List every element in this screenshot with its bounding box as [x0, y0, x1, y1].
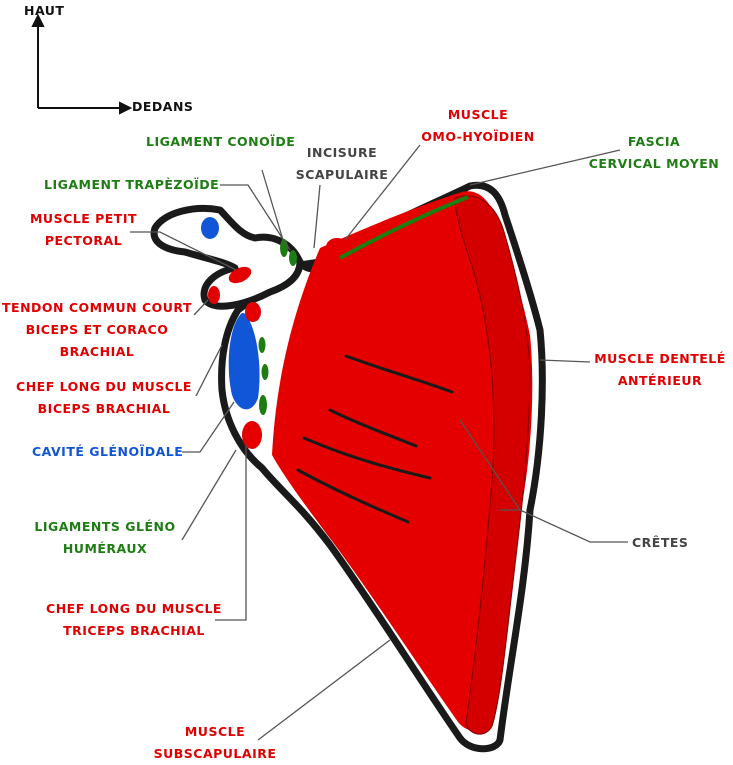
- label-petit-pectoral-line-2: PECTORAL: [26, 230, 141, 252]
- label-omo-line-1: MUSCLE: [418, 104, 538, 126]
- label-fascia-line-1: FASCIA: [584, 131, 724, 153]
- label-subscapulaire-line-2: SUBSCAPULAIRE: [150, 743, 280, 765]
- label-omo-line-2: OMO-HYOÏDIEN: [418, 126, 538, 148]
- label-ligament-conoide: LIGAMENT CONOÏDE: [146, 131, 295, 153]
- biceps-long-head-origin: [245, 302, 261, 322]
- orientation-right-label: DEDANS: [132, 96, 193, 118]
- label-chef-long-biceps: CHEF LONG DU MUSCLE BICEPS BRACHIAL: [14, 376, 194, 420]
- label-muscle-petit-pectoral: MUSCLE PETIT PECTORAL: [26, 208, 141, 252]
- label-incisure-line-2: SCAPULAIRE: [292, 164, 392, 186]
- label-biceps-line-1: CHEF LONG DU MUSCLE: [14, 376, 194, 398]
- label-biceps-line-2: BICEPS BRACHIAL: [14, 398, 194, 420]
- label-fascia-line-2: CERVICAL MOYEN: [584, 153, 724, 175]
- label-ligament-trapezoide: LIGAMENT TRAPÈZOÏDE: [44, 174, 219, 196]
- label-triceps-line-1: CHEF LONG DU MUSCLE: [44, 598, 224, 620]
- label-dentele-line-1: MUSCLE DENTELÉ: [590, 348, 730, 370]
- label-gleno-line-2: HUMÉRAUX: [30, 538, 180, 560]
- label-tendon-line-3: BRACHIAL: [2, 341, 192, 363]
- label-tendon-line-2: BICEPS ET CORACO: [2, 319, 192, 341]
- label-muscle-dentele-anterieur: MUSCLE DENTELÉ ANTÉRIEUR: [590, 348, 730, 392]
- label-fascia-cervical-moyen: FASCIA CERVICAL MOYEN: [584, 131, 724, 175]
- orientation-axes: [33, 16, 130, 113]
- label-cavite-glenoidale: CAVITÉ GLÉNOÏDALE: [32, 441, 183, 463]
- label-chef-long-triceps: CHEF LONG DU MUSCLE TRICEPS BRACHIAL: [44, 598, 224, 642]
- triceps-long-head-origin: [242, 421, 262, 449]
- label-incisure-line-1: INCISURE: [292, 142, 392, 164]
- label-gleno-line-1: LIGAMENTS GLÉNO: [30, 516, 180, 538]
- label-tendon-commun: TENDON COMMUN COURT BICEPS ET CORACO BRA…: [2, 297, 192, 363]
- orientation-up-label: HAUT: [24, 0, 64, 22]
- label-incisure-scapulaire: INCISURE SCAPULAIRE: [292, 142, 392, 186]
- label-cretes: CRÊTES: [632, 532, 688, 554]
- label-muscle-omo-hyoidien: MUSCLE OMO-HYOÏDIEN: [418, 104, 538, 148]
- trapezoid-ligament: [289, 250, 297, 266]
- label-subscapulaire-line-1: MUSCLE: [150, 721, 280, 743]
- coracoid-cartilage: [201, 217, 219, 239]
- label-triceps-line-2: TRICEPS BRACHIAL: [44, 620, 224, 642]
- label-tendon-line-1: TENDON COMMUN COURT: [2, 297, 192, 319]
- label-ligaments-gleno-humeraux: LIGAMENTS GLÉNO HUMÉRAUX: [30, 516, 180, 560]
- label-dentele-line-2: ANTÉRIEUR: [590, 370, 730, 392]
- tendon-commun-insertion: [208, 286, 220, 304]
- label-muscle-subscapulaire: MUSCLE SUBSCAPULAIRE: [150, 721, 280, 765]
- label-petit-pectoral-line-1: MUSCLE PETIT: [26, 208, 141, 230]
